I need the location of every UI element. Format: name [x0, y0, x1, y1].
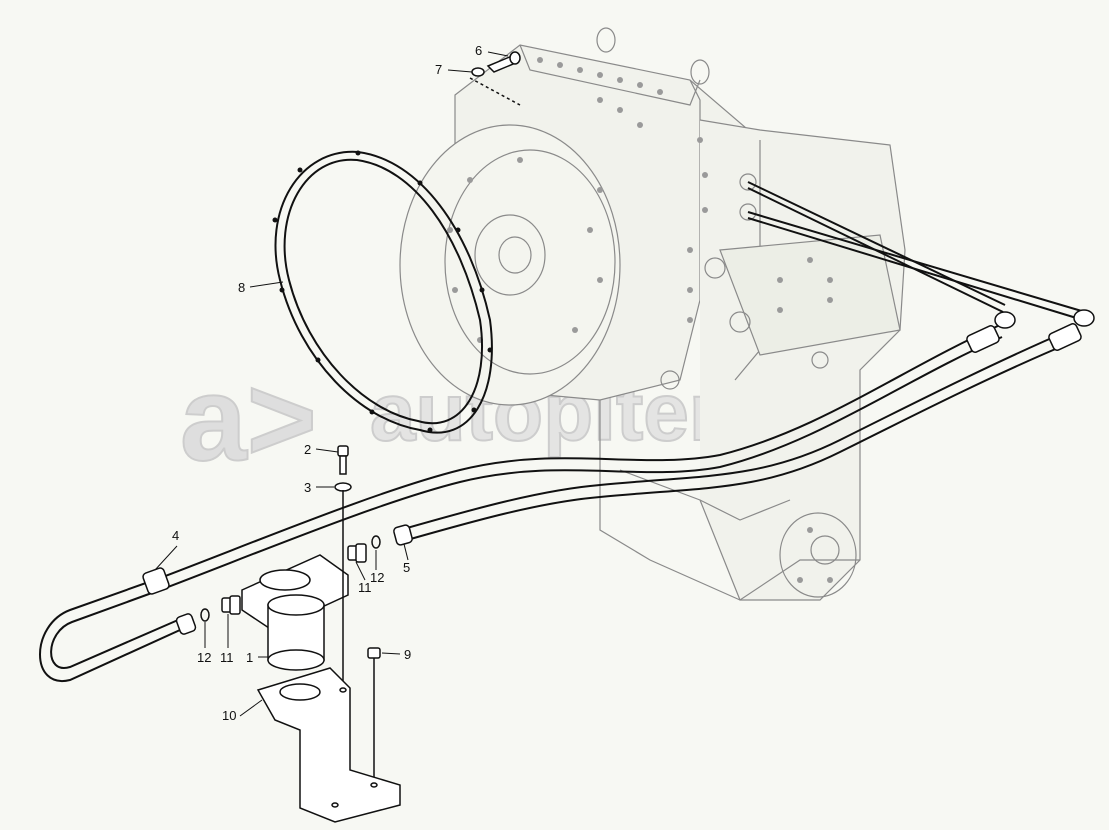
washer-3: [334, 482, 352, 492]
callout-12-right: 12: [370, 570, 384, 585]
callout-9: 9: [404, 647, 411, 662]
oring-12-left: [200, 608, 210, 622]
callout-11-left: 11: [220, 650, 234, 665]
callout-10: 10: [222, 708, 236, 723]
bolt-2: [337, 445, 349, 475]
callout-1: 1: [246, 650, 253, 665]
hose-fittings: [142, 309, 1095, 635]
callout-6: 6: [475, 43, 482, 58]
callout-8: 8: [238, 280, 245, 295]
watermark-logo: a>: [180, 352, 317, 486]
adapter-11-left: [221, 595, 241, 615]
hose-5: [399, 329, 1073, 543]
bolt-6: [486, 51, 521, 73]
callout-7: 7: [435, 62, 442, 77]
callout-2: 2: [304, 442, 311, 457]
gearbox-housing: [399, 27, 906, 601]
bolt-9: [367, 647, 381, 659]
callout-3: 3: [304, 480, 311, 495]
steel-pipes: [747, 181, 1086, 321]
callouts: 6 7 8 2 3 4 5 11 12 12 11 1 9 10: [172, 43, 482, 723]
bracket-10: [256, 667, 401, 823]
filter-1: [241, 554, 349, 671]
callout-12-left: 12: [197, 650, 211, 665]
callout-5: 5: [403, 560, 410, 575]
hose-4: [39, 324, 1003, 683]
gasket-holes: [272, 150, 493, 433]
adapter-11-right: [347, 543, 367, 563]
callout-4: 4: [172, 528, 179, 543]
washer-7: [471, 67, 485, 77]
leader-lines: [154, 51, 509, 717]
callout-11-right: 11: [358, 580, 372, 595]
gasket-ring: [272, 150, 493, 434]
oring-12-right: [371, 535, 381, 549]
housing-bolts: [447, 57, 833, 583]
